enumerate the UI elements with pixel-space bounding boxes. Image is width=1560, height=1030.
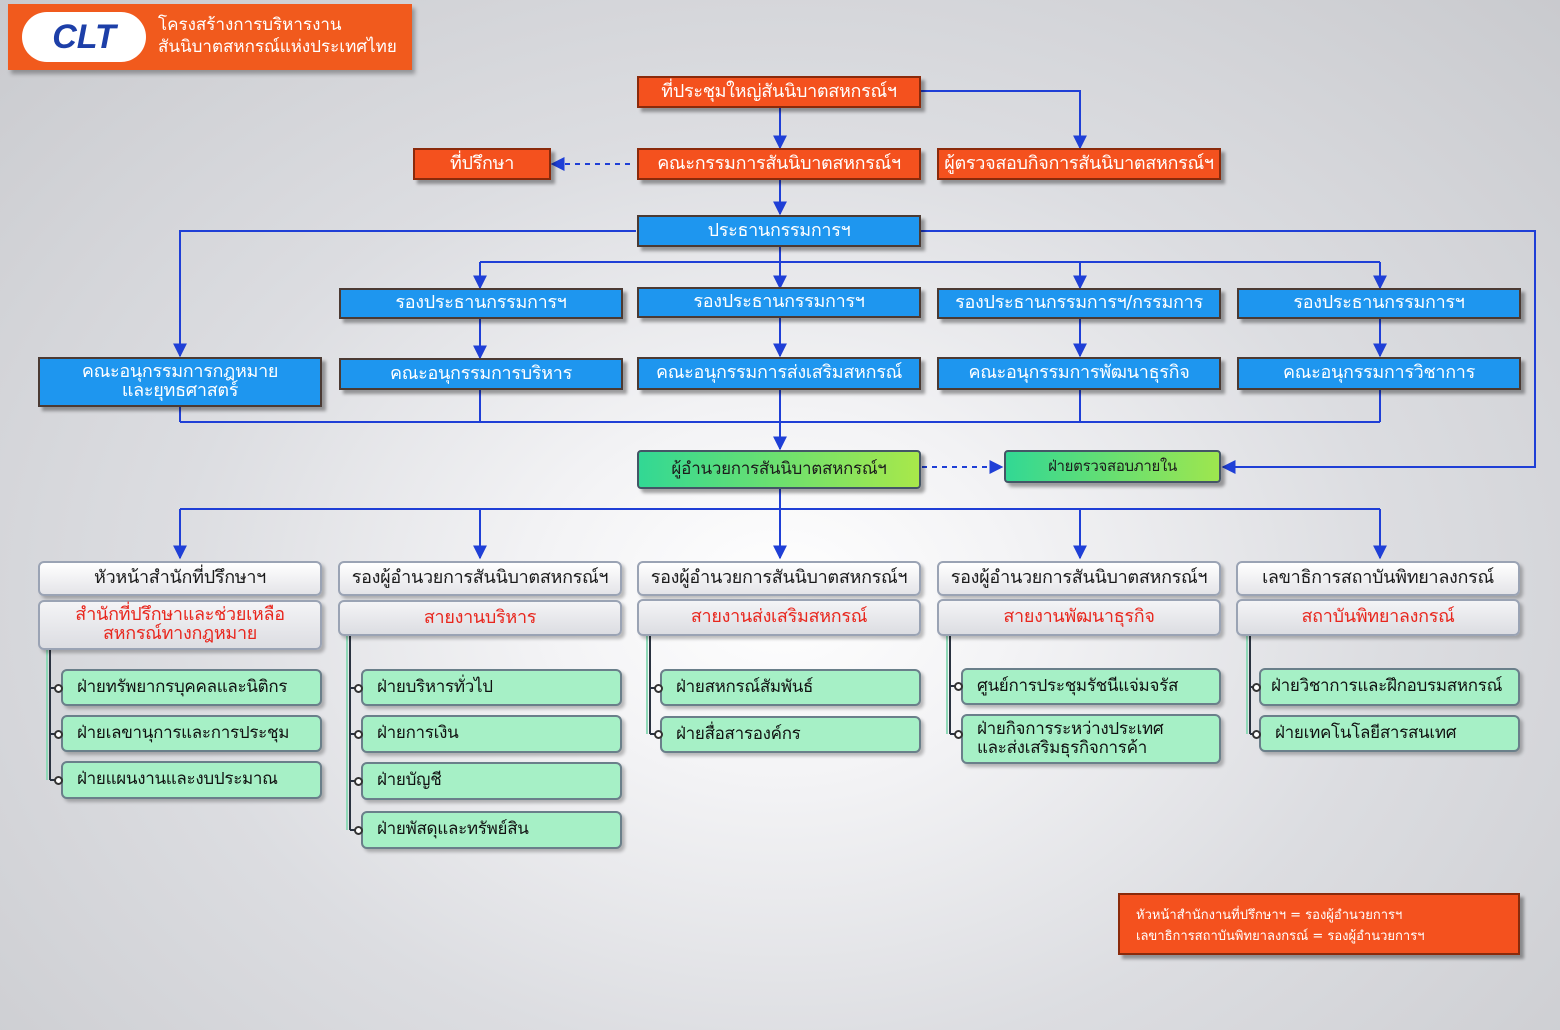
academic-subcommittee-box: คณะอนุกรรมการวิชาการ [1237,357,1521,390]
column-3-unit: สายงานส่งเสริมสหกรณ์ [637,599,921,636]
column-4-head: รองผู้อำนวยการสันนิบาตสหกรณ์ฯ [937,561,1221,596]
column-2-head: รองผู้อำนวยการสันนิบาตสหกรณ์ฯ [338,561,622,596]
dept-general-admin: ฝ่ายบริหารทั่วไป [361,669,622,706]
board-box: คณะกรรมการสันนิบาตสหกรณ์ฯ [637,148,921,180]
tree-bullet [54,776,63,785]
dept-coop-relations: ฝ่ายสหกรณ์สัมพันธ์ [660,669,921,706]
tree-bullet [1252,730,1261,739]
column-5-unit: สถาบันพิทยาลงกรณ์ [1236,599,1520,636]
chairman-box: ประธานกรรมการฯ [637,215,921,247]
dept-training: ฝ่ายวิชาการและฝึกอบรมสหกรณ์ [1259,668,1520,706]
note-line1: หัวหน้าสำนักงานที่ปรึกษาฯ = รองผู้อำนวยก… [1136,908,1403,923]
clt-logo: CLT [22,12,146,62]
law-subcommittee-box: คณะอนุกรรมการกฎหมาย และยุทธศาสตร์ [38,357,322,407]
tree-bullet [954,682,963,691]
dept-secretariat: ฝ่ายเลขานุการและการประชุม [61,715,322,752]
page-title-line1: โครงสร้างการบริหารงาน [158,15,342,35]
promotion-subcommittee-box: คณะอนุกรรมการส่งเสริมสหกรณ์ [637,357,921,390]
law-subcommittee-line2: และยุทธศาสตร์ [121,380,239,401]
dept-it: ฝ่ายเทคโนโลยีสารสนเทศ [1259,715,1520,752]
admin-subcommittee-box: คณะอนุกรรมการบริหาร [339,358,623,390]
dept-international-trade: ฝ่ายกิจการระหว่างประเทศ และส่งเสริมธุรกิ… [961,714,1221,764]
equivalence-note: หัวหน้าสำนักงานที่ปรึกษาฯ = รองผู้อำนวยก… [1118,893,1520,955]
tree-bullet [354,730,363,739]
tree-bullet [354,684,363,693]
vice-chair-1-box: รองประธานกรรมการฯ [339,288,623,319]
dept-convention-center: ศูนย์การประชุมรัชนีแจ่มจรัส [961,668,1221,705]
tree-bullet [54,684,63,693]
vice-chair-2-box: รองประธานกรรมการฯ [637,287,921,318]
column-4-unit: สายงานพัฒนาธุรกิจ [937,599,1221,636]
tree-bullet [354,826,363,835]
page-title: โครงสร้างการบริหารงาน สันนิบาตสหกรณ์แห่ง… [158,14,397,58]
note-line2: เลขาธิการสถาบันพิทยาลงกรณ์ = รองผู้อำนวย… [1136,929,1425,944]
internal-audit-box: ฝ่ายตรวจสอบภายใน [1004,450,1221,483]
tree-bullet [654,684,663,693]
logo-text: CLT [52,17,116,56]
tree-bullet [1252,683,1261,692]
tree-bullet [354,777,363,786]
vice-chair-3-box: รองประธานกรรมการฯ/กรรมการ [937,288,1221,319]
column-1-unit-line2: สหกรณ์ทางกฎหมาย [102,623,258,644]
column-3-head: รองผู้อำนวยการสันนิบาตสหกรณ์ฯ [637,561,921,596]
tree-bullet [54,730,63,739]
dept-accounting: ฝ่ายบัญชี [361,762,622,800]
vice-chair-4-box: รองประธานกรรมการฯ [1237,288,1521,319]
inspector-box: ผู้ตรวจสอบกิจการสันนิบาตสหกรณ์ฯ [937,148,1221,180]
dept-planning-budget: ฝ่ายแผนงานและงบประมาณ [61,761,322,799]
column-2-unit: สายงานบริหาร [338,600,622,636]
advisor-box: ที่ปรึกษา [413,148,551,180]
dept-hr-legal: ฝ่ายทรัพยากรบุคคลและนิติกร [61,669,322,706]
header-banner: CLT โครงสร้างการบริหารงาน สันนิบาตสหกรณ์… [8,4,412,70]
director-box: ผู้อำนวยการสันนิบาตสหกรณ์ฯ [637,450,921,489]
tree-bullet [954,730,963,739]
column-1-unit: สำนักที่ปรึกษาและช่วยเหลือ สหกรณ์ทางกฎหม… [38,600,322,650]
column-1-unit-line1: สำนักที่ปรึกษาและช่วยเหลือ [75,604,285,626]
column-1-head: หัวหน้าสำนักที่ปรึกษาฯ [38,561,322,596]
business-subcommittee-box: คณะอนุกรรมการพัฒนาธุรกิจ [937,357,1221,390]
law-subcommittee-line1: คณะอนุกรรมการกฎหมาย [81,361,279,383]
page-title-line2: สันนิบาตสหกรณ์แห่งประเทศไทย [158,37,397,57]
dept-corporate-comms: ฝ่ายสื่อสารองค์กร [660,716,921,753]
dept-supplies-assets: ฝ่ายพัสดุและทรัพย์สิน [361,811,622,849]
dept-finance: ฝ่ายการเงิน [361,715,622,753]
general-assembly-box: ที่ประชุมใหญ่สันนิบาตสหกรณ์ฯ [637,76,921,108]
column-5-head: เลขาธิการสถาบันพิทยาลงกรณ์ [1236,561,1520,596]
tree-bullet [654,730,663,739]
